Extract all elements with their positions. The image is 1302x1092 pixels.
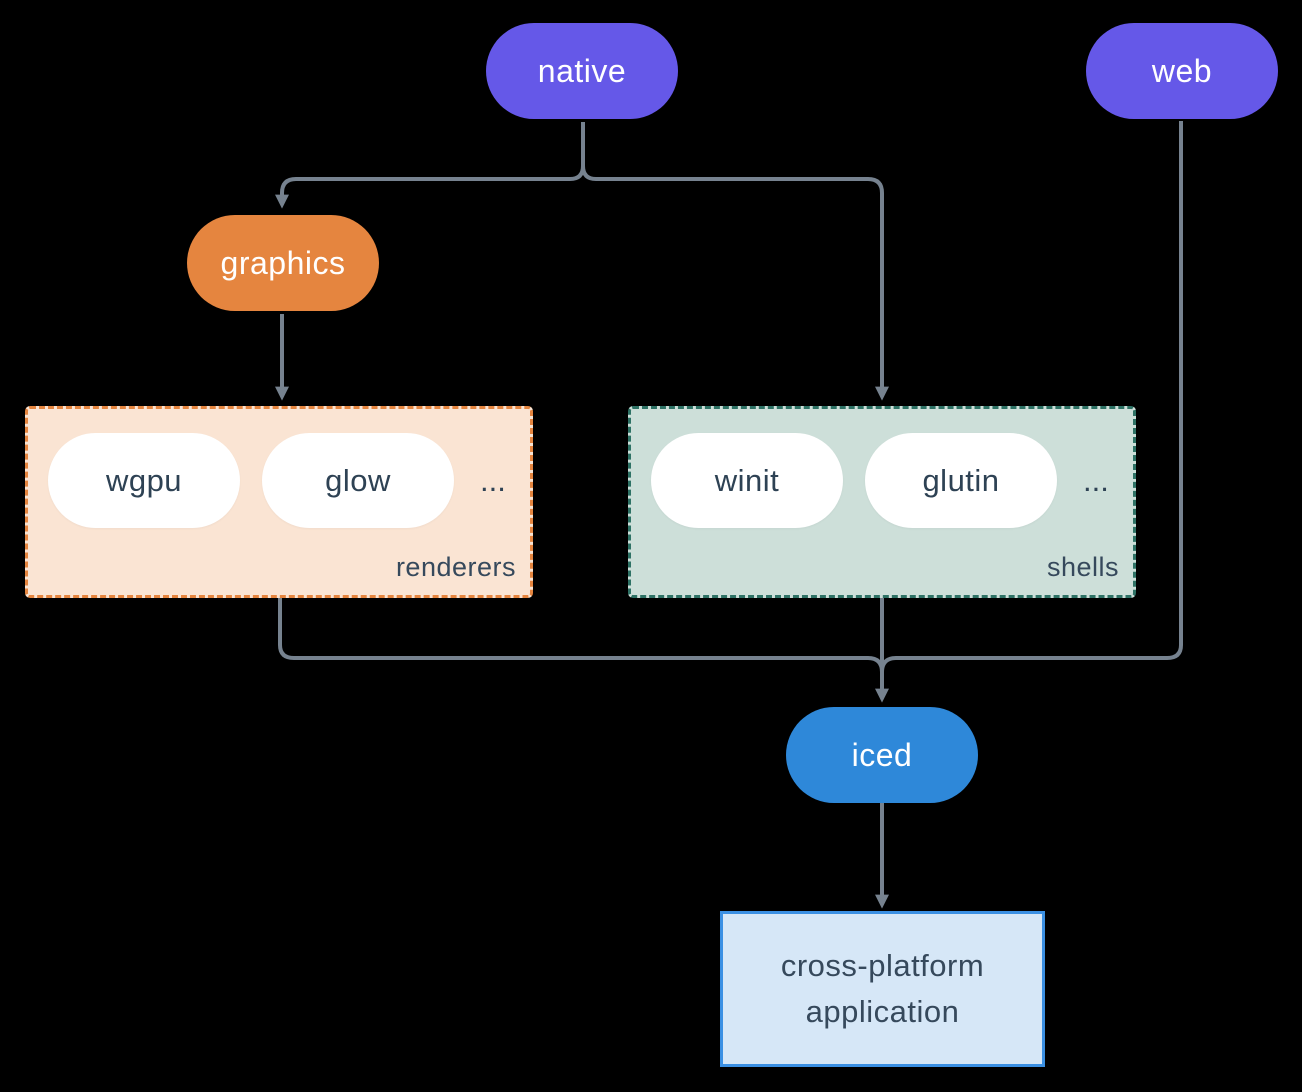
group-shells-items: winit glutin ... (651, 433, 1109, 528)
node-web: web (1086, 23, 1278, 119)
group-renderers-caption: renderers (395, 552, 516, 582)
node-glutin: glutin (865, 433, 1057, 528)
node-wgpu: wgpu (48, 433, 240, 528)
group-renderers-items: wgpu glow ... (48, 433, 506, 528)
edge-native-to-graphics (275, 122, 585, 209)
shells-ellipsis: ... (1083, 462, 1109, 498)
group-shells-caption: shells (1046, 552, 1119, 582)
node-glutin-label: glutin (922, 462, 1000, 498)
node-application-label-line2: application (805, 994, 960, 1029)
node-graphics-label: graphics (220, 244, 346, 281)
node-native-label: native (537, 52, 627, 89)
node-iced: iced (786, 707, 978, 803)
node-winit: winit (651, 433, 843, 528)
node-application: cross-platform application (720, 911, 1045, 1067)
edge-renderers-to-iced (278, 598, 884, 673)
node-native: native (486, 23, 678, 119)
node-web-label: web (1151, 52, 1213, 89)
node-application-label-line1: cross-platform (780, 947, 985, 983)
node-iced-label: iced (851, 736, 913, 773)
node-glow-label: glow (325, 462, 391, 498)
node-graphics: graphics (187, 215, 379, 311)
node-glow: glow (262, 433, 454, 528)
node-winit-label: winit (714, 462, 780, 498)
edge-native-to-shells (581, 122, 889, 401)
group-renderers: wgpu glow ... renderers (25, 406, 533, 598)
group-shells: winit glutin ... shells (628, 406, 1136, 598)
renderers-ellipsis: ... (480, 462, 506, 498)
node-wgpu-label: wgpu (105, 462, 183, 498)
